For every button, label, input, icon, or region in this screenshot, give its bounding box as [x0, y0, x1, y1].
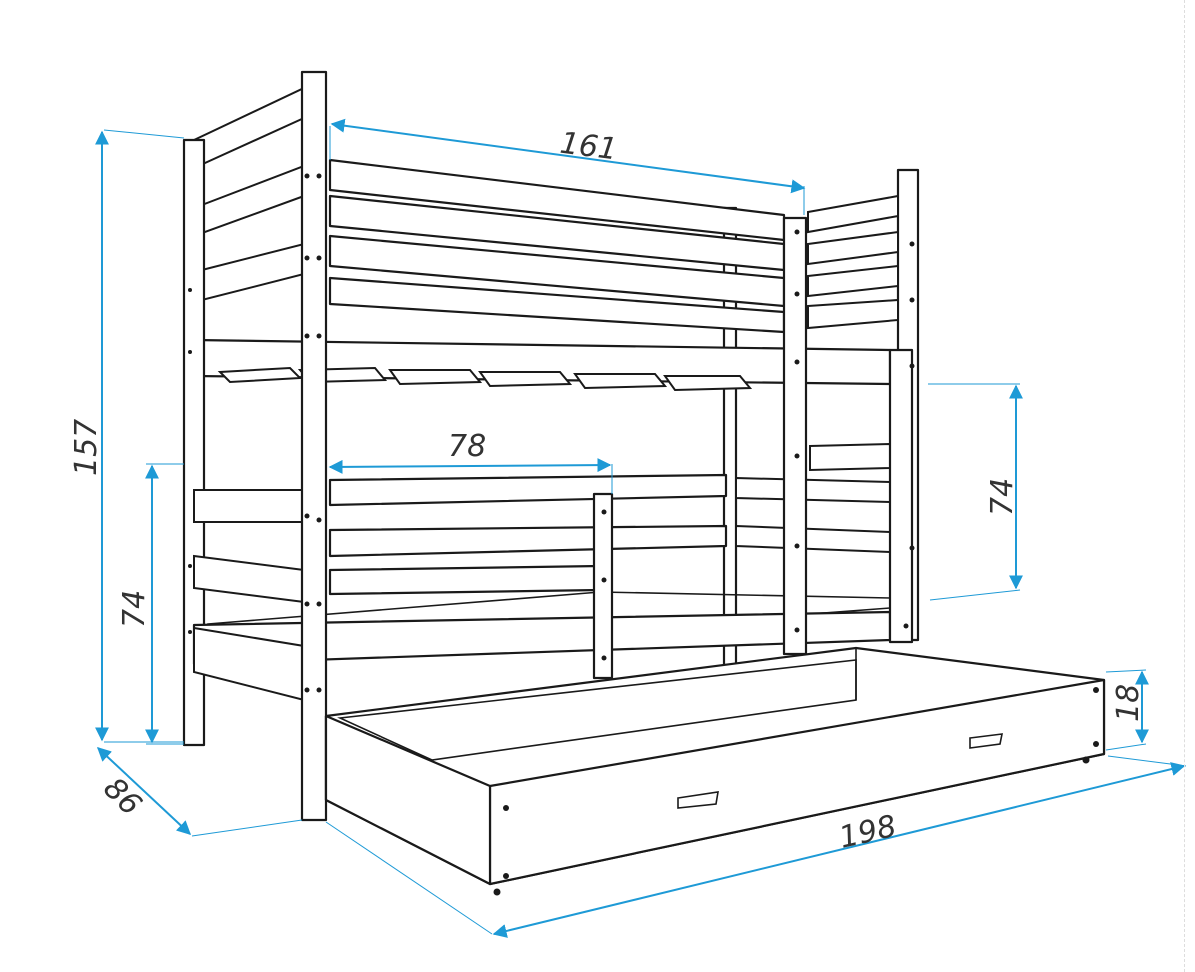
dim-depth — [96, 747, 192, 835]
label-drawer-height: 18 — [1111, 684, 1146, 722]
label-depth: 86 — [96, 771, 148, 823]
bed-frame — [182, 70, 920, 822]
dim-length-top — [330, 118, 806, 194]
label-length-top: 161 — [558, 126, 619, 168]
bolt-holes — [188, 173, 915, 693]
drawer-handle-back — [969, 733, 1004, 749]
label-lower-clearance: 74 — [117, 590, 152, 628]
upper-slat-row — [217, 366, 753, 392]
label-height-total: 157 — [69, 419, 104, 476]
page-edge-divider — [1184, 0, 1195, 972]
label-upper-clearance: 74 — [985, 478, 1020, 516]
storage-drawer — [324, 646, 1106, 896]
dim-length-total — [492, 762, 1186, 938]
label-guard-opening: 78 — [448, 429, 486, 464]
label-length-total: 198 — [836, 809, 900, 856]
dimension-lines — [95, 118, 1187, 938]
dim-guard-opening — [328, 458, 612, 474]
